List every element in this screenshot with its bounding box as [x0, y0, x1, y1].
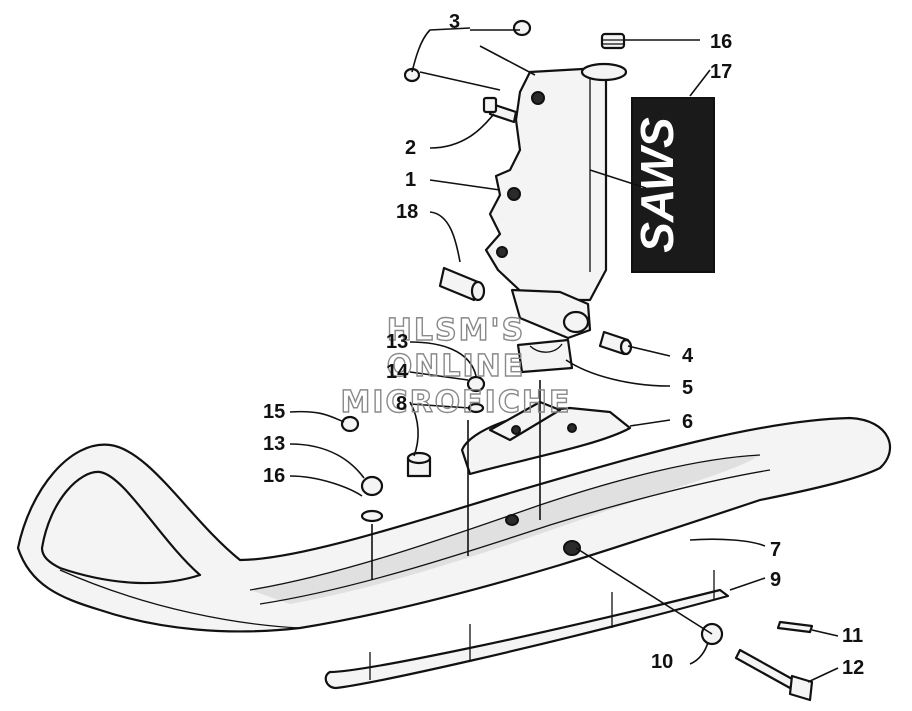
nut-icon: [466, 375, 486, 393]
callout-13-lower: 13: [263, 433, 285, 455]
saws-decal: SAWS: [631, 97, 715, 273]
nut-icon: [340, 415, 360, 433]
callout-14: 14: [386, 361, 409, 383]
callout-19: 18: [396, 201, 418, 223]
bushing: [438, 266, 486, 302]
callout-3: 3: [449, 11, 460, 33]
watermark: HLSM'S ONLINE MICROFICHE: [340, 312, 572, 420]
spacer: [406, 451, 432, 478]
callout-17: 16: [710, 31, 732, 53]
callout-7: 7: [770, 539, 781, 561]
saddle: [460, 400, 632, 476]
callout-16: 16: [263, 465, 285, 487]
callouts: 3 16 17 2 1 18 4 5 6 13 14 8 15 13 16 7 …: [263, 11, 864, 679]
spindle: [484, 62, 628, 302]
callout-9: 9: [770, 569, 781, 591]
callout-10: 10: [651, 651, 673, 673]
nut-icon: [512, 19, 532, 37]
bolt: [482, 96, 518, 124]
callout-2: 2: [405, 137, 416, 159]
callout-6: 6: [682, 411, 693, 433]
pad: [516, 338, 574, 374]
callout-12: 12: [842, 657, 864, 679]
callout-4: 4: [682, 345, 694, 367]
callout-15: 15: [263, 401, 285, 423]
washer-icon: [360, 509, 384, 523]
callout-8: 8: [396, 393, 407, 415]
decal-text: SAWS: [631, 117, 683, 253]
watermark-line-2: ONLINE: [387, 349, 526, 384]
leader-lines: [289, 27, 839, 683]
callout-13-upper: 13: [386, 331, 408, 353]
ski-bolt: [734, 648, 814, 702]
nut-icon: [360, 475, 384, 497]
watermark-line-3: MICROFICHE: [341, 385, 572, 420]
callout-1: 1: [405, 169, 416, 191]
ski-body: [16, 416, 891, 690]
callout-11: 11: [842, 625, 863, 647]
grease-fitting: [600, 32, 626, 50]
spindle-lower: [510, 288, 592, 340]
watermark-line-1: HLSM'S: [387, 313, 525, 348]
callout-5: 5: [682, 377, 693, 399]
callout-18: 17: [710, 61, 732, 83]
cotter-pin: [776, 620, 814, 634]
bushing-4: [598, 330, 633, 356]
